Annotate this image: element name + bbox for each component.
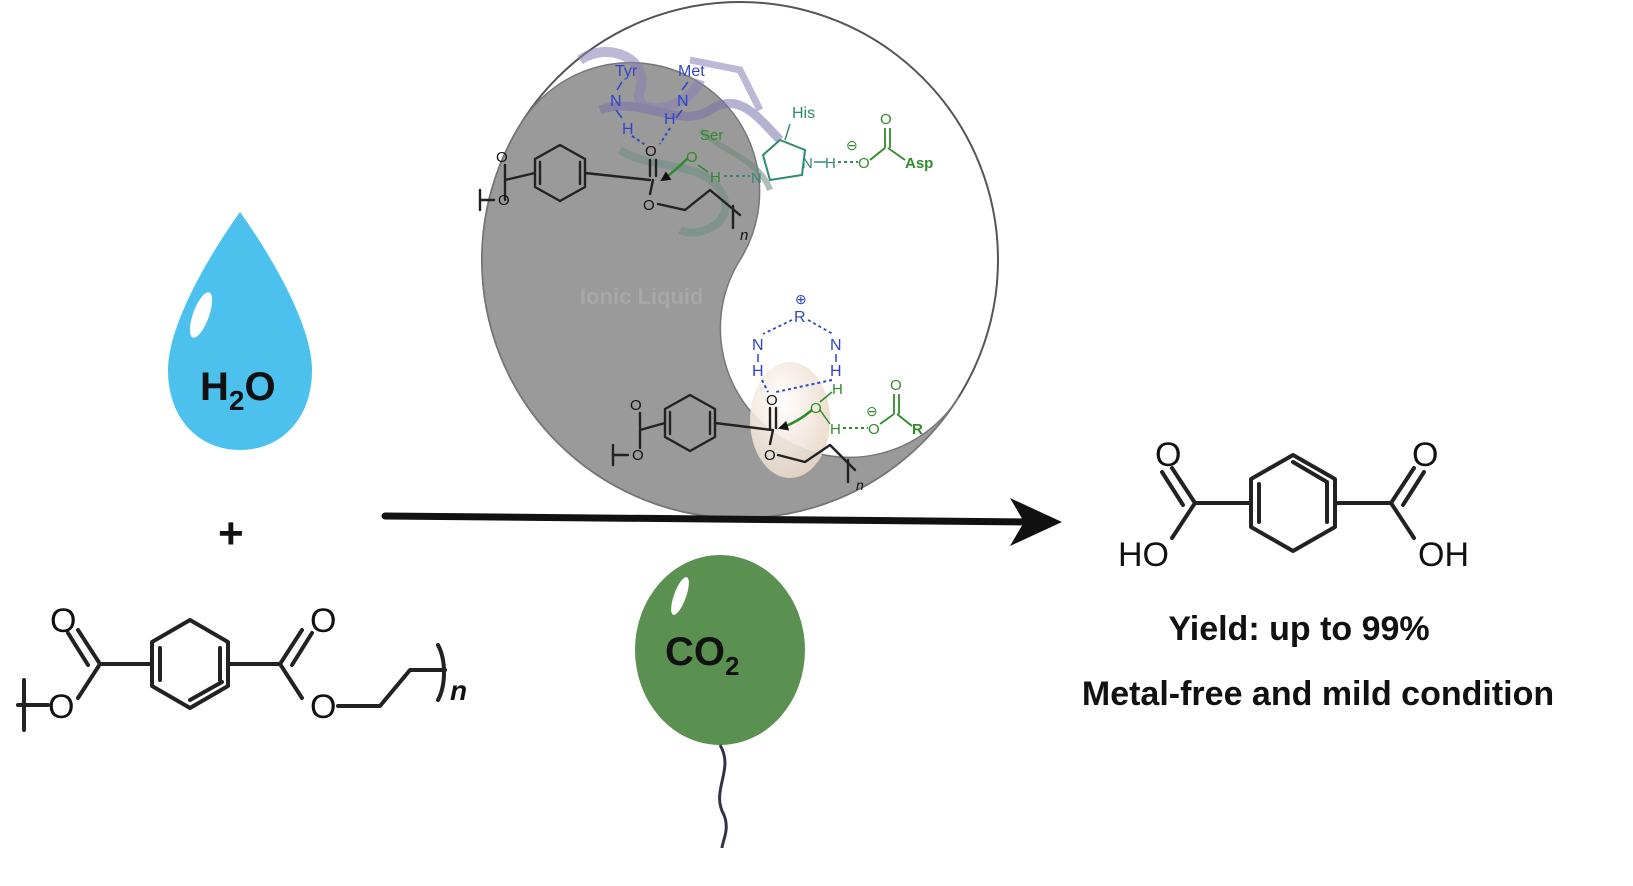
asp-minus: ⊖ [846, 137, 858, 153]
his-h: H [825, 155, 836, 172]
tyr-n: N [610, 93, 622, 110]
enzyme-n-label: n [740, 227, 748, 244]
ionic-h1: H [752, 363, 764, 380]
ester-o1: O [498, 192, 510, 209]
il-water-h2: H [830, 421, 841, 438]
pet-n: n [450, 675, 467, 706]
carbonyl-o: O [645, 143, 657, 160]
il-minus: ⊖ [866, 403, 878, 419]
met-label: Met [678, 63, 705, 80]
co2-label: CO2 [665, 630, 739, 681]
mechanism-circle [481, 1, 999, 519]
il-ester-o2: O [764, 447, 776, 464]
ta-o-right: O [1412, 436, 1438, 474]
water-drop: H2O [168, 212, 312, 450]
ionic-plus: ⊕ [795, 291, 807, 307]
ionic-liquid-name: Ionic Liquid [580, 284, 703, 309]
asp-o: O [858, 155, 870, 172]
il-water-o: O [810, 400, 822, 417]
plus-sign: + [218, 509, 244, 558]
enzyme-substrate: O O O O n [478, 143, 748, 244]
ionic-h2: H [830, 363, 842, 380]
il-anion-o: O [868, 421, 880, 438]
pet-structure: O O O O n [16, 602, 467, 732]
his-n1: N [751, 170, 762, 187]
water-drop-shape [168, 212, 312, 450]
water-label: H2O [200, 365, 276, 416]
il-ester-o1: O [632, 447, 644, 464]
ta-o-left: O [1155, 436, 1181, 474]
his-label: His [792, 105, 815, 122]
asp-o2: O [880, 111, 892, 128]
enzyme-mechanism: Tyr N H Met N H O O O O [478, 63, 933, 244]
ta-ho: HO [1118, 536, 1169, 574]
tyr-label: Tyr [615, 63, 638, 80]
co2-balloon: CO2 [635, 555, 805, 849]
il-n-label: n [856, 477, 864, 493]
il-anion-r: R [912, 421, 923, 438]
acid-o: O [496, 149, 508, 166]
his-n2: N [802, 155, 813, 172]
ionic-r: R [794, 309, 806, 326]
ionic-n1: N [752, 337, 764, 354]
ser-h: H [710, 169, 721, 186]
met-h: H [664, 111, 676, 128]
ionic-substrate: O O O O n [611, 392, 864, 493]
pet-o2: O [48, 688, 74, 726]
pet-o4: O [310, 688, 336, 726]
pet-o1: O [50, 602, 76, 640]
reaction-arrow [381, 498, 1062, 546]
tyr-h: H [622, 121, 634, 138]
il-water-h1: H [832, 381, 843, 398]
ionic-droplet [750, 362, 830, 478]
ser-label: Ser [700, 127, 723, 144]
enzyme-region [481, 61, 960, 519]
ser-o: O [686, 149, 698, 166]
protein-ribbon [577, 46, 784, 237]
il-carbonyl-o: O [766, 392, 778, 409]
enzyme-name: IsPETase [762, 215, 867, 242]
ionic-n2: N [830, 337, 842, 354]
water-drop-highlight [189, 292, 213, 338]
ta-oh: OH [1418, 536, 1469, 574]
asp-label: Asp [905, 155, 933, 172]
yield-text: Yield: up to 99% [1168, 610, 1429, 648]
il-acid-o: O [630, 397, 642, 414]
co2-balloon-highlight [671, 577, 689, 615]
co2-balloon-string [718, 744, 728, 849]
il-anion-o2: O [890, 377, 902, 394]
ionic-liquid-mechanism: Ionic Liquid ⊕ R N N H H O O O [580, 284, 923, 493]
met-n: N [677, 93, 689, 110]
terephthalic-acid: O HO O OH [1118, 436, 1469, 574]
pet-o3: O [310, 602, 336, 640]
ester-o2: O [643, 197, 655, 214]
condition-text: Metal-free and mild condition [1082, 675, 1554, 713]
